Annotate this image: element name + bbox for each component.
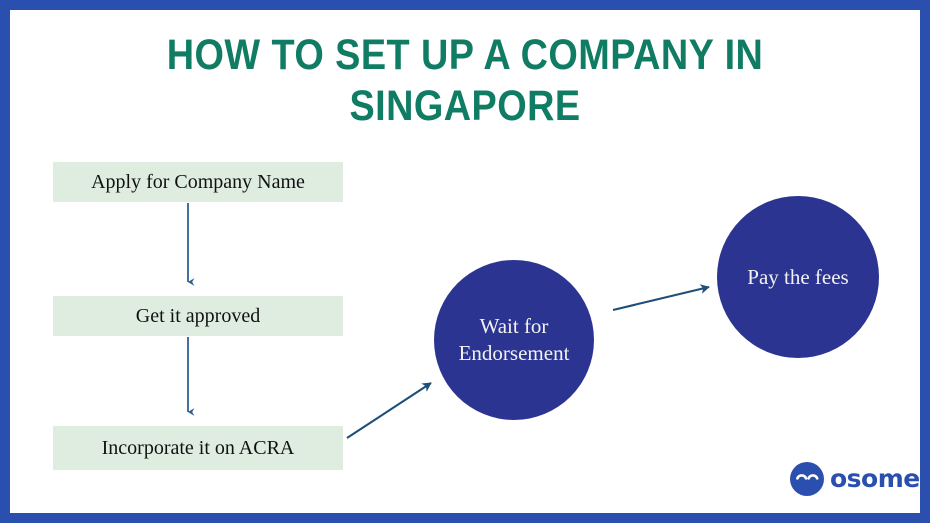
osome-logo[interactable]: osome bbox=[790, 460, 920, 500]
page-title: HOW TO SET UP A COMPANY IN SINGAPORE bbox=[166, 31, 764, 130]
slide-canvas: HOW TO SET UP A COMPANY IN SINGAPORE bbox=[10, 10, 920, 513]
step-label: Apply for Company Name bbox=[91, 170, 305, 193]
step-box-apply-for-company-name[interactable]: Apply for Company Name bbox=[53, 162, 343, 202]
arrow-wait-to-pay bbox=[612, 284, 710, 312]
step-circle-wait-for-endorsement[interactable]: Wait for Endorsement bbox=[434, 260, 594, 420]
step-box-get-it-approved[interactable]: Get it approved bbox=[53, 296, 343, 336]
arrow-box3-to-wait bbox=[346, 382, 432, 439]
step-label: Wait for Endorsement bbox=[458, 314, 570, 365]
step-label: Get it approved bbox=[135, 304, 261, 327]
step-circle-pay-the-fees[interactable]: Pay the fees bbox=[717, 196, 879, 358]
osome-wordmark: osome bbox=[830, 464, 920, 493]
step-label: Pay the fees bbox=[747, 264, 849, 289]
step-label: Incorporate it on ACRA bbox=[101, 436, 295, 459]
osome-face-icon bbox=[790, 462, 824, 496]
step-box-incorporate-it-on-acra[interactable]: Incorporate it on ACRA bbox=[53, 426, 343, 470]
